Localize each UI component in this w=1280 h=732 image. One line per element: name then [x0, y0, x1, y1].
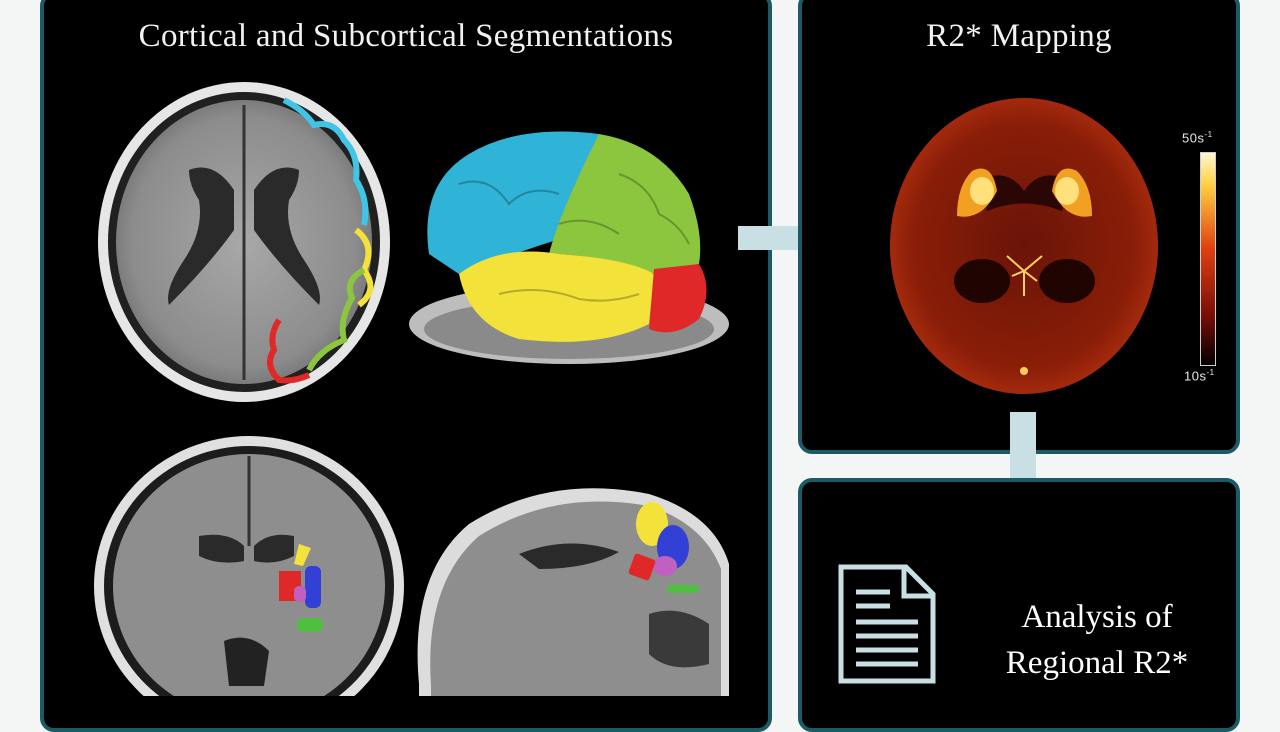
colorbar-max-label: 50s-1	[1182, 130, 1213, 146]
r2-mapping-title: R2* Mapping	[926, 18, 1112, 54]
sagittal-mri-slice	[417, 488, 729, 696]
analysis-line-2: Regional R2*	[1005, 645, 1189, 681]
colorbar	[1200, 152, 1216, 366]
document-icon	[838, 564, 936, 684]
analysis-line-1: Analysis of	[1021, 599, 1173, 635]
r2-mapping-panel: R2* Mapping 50s-1 10s-1	[798, 0, 1240, 454]
cortical-surface-3d	[409, 131, 729, 364]
coronal-mri-slice	[94, 436, 404, 696]
axial-mri-slice	[98, 82, 390, 402]
analysis-title: Analysis of Regional R2*	[962, 594, 1232, 686]
colorbar-min-label: 10s-1	[1184, 368, 1215, 384]
segmentation-title: Cortical and Subcortical Segmentations	[138, 18, 674, 54]
analysis-panel: Analysis of Regional R2*	[798, 478, 1240, 732]
r2-star-map	[890, 98, 1158, 394]
segmentation-panel: Cortical and Subcortical Segmentations	[40, 0, 772, 732]
